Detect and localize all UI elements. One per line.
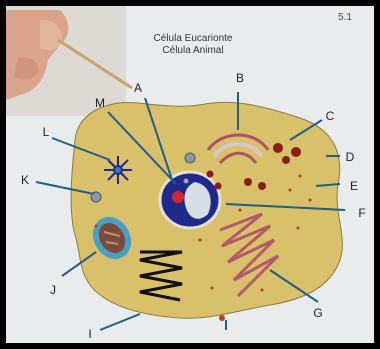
label-l: L xyxy=(43,125,50,139)
label-i: I xyxy=(88,327,91,341)
label-j: J xyxy=(50,283,56,297)
label-b: B xyxy=(236,71,244,85)
label-d: D xyxy=(346,150,355,164)
lysosome xyxy=(185,153,195,163)
label-c: C xyxy=(326,109,335,123)
label-m: M xyxy=(95,96,105,110)
nucleus xyxy=(160,172,220,228)
label-k: K xyxy=(21,173,29,187)
label-a: A xyxy=(134,81,142,95)
label-f: F xyxy=(358,206,365,220)
title-line-1: Célula Eucarionte xyxy=(93,33,293,44)
page-number: 5.1 xyxy=(338,12,352,23)
label-g: G xyxy=(313,306,322,320)
nucleolus xyxy=(172,191,184,203)
label-e: E xyxy=(350,179,358,193)
title-line-2: Célula Animal xyxy=(93,45,293,56)
